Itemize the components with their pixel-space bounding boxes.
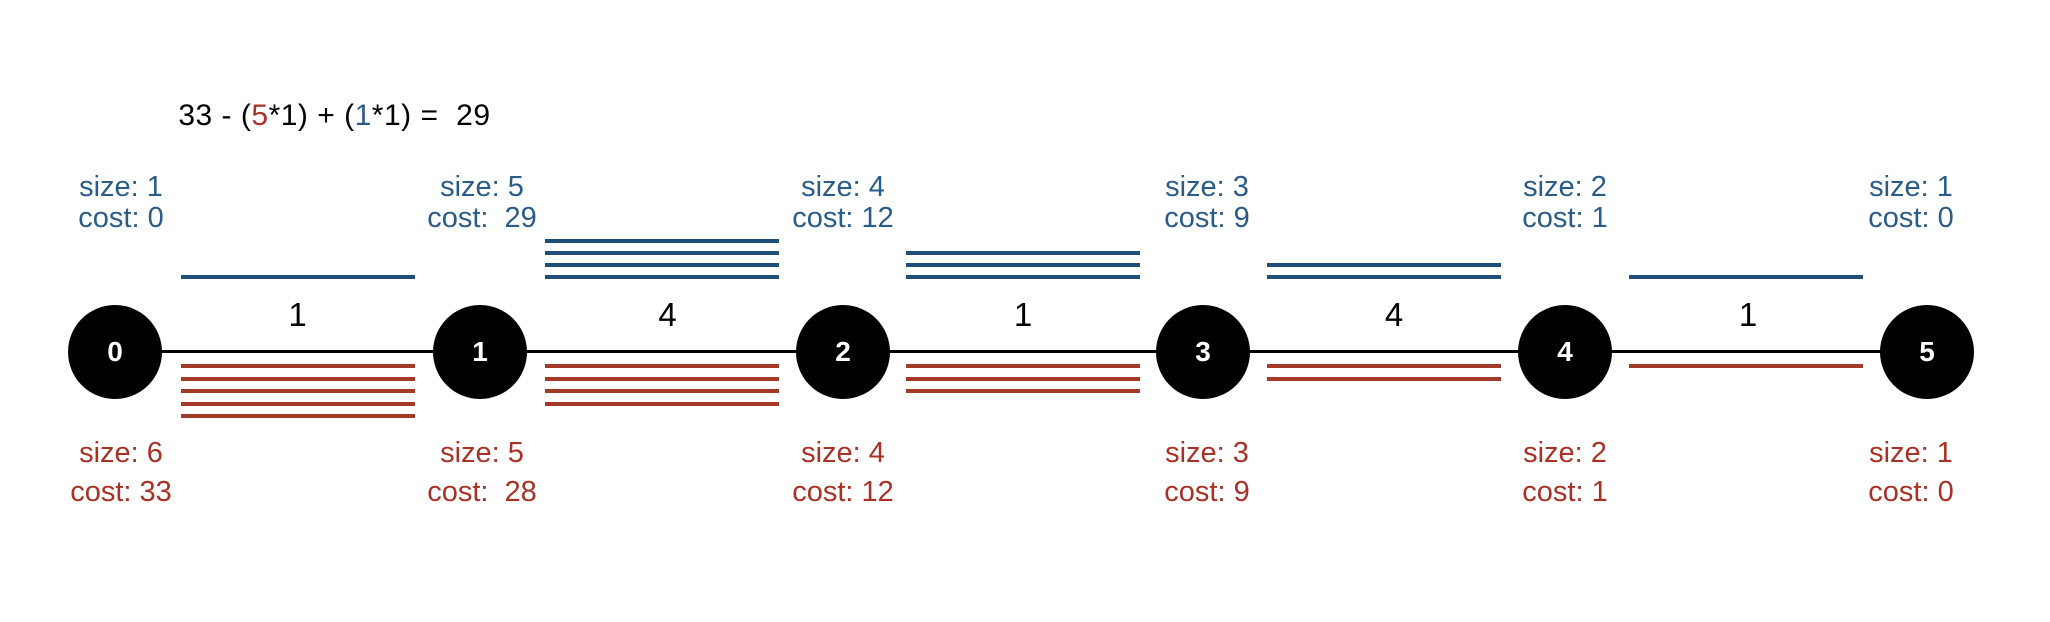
edge-1-2-weight-label: 4 bbox=[658, 296, 677, 333]
edge-0-1-red-mark bbox=[180, 376, 415, 381]
edge-0-1-blue-mark bbox=[180, 275, 415, 279]
node-4-top-size-label: size: 2 bbox=[1523, 171, 1607, 203]
node-label: 1 bbox=[472, 336, 488, 367]
edge-3-4-blue-mark bbox=[1267, 275, 1501, 279]
edge-2-3-blue-mark bbox=[906, 251, 1140, 255]
node-5-top-size-label: size: 1 bbox=[1869, 171, 1953, 203]
node-0-bottom-size-label: size: 6 bbox=[79, 437, 163, 469]
graph-node-3: 3 bbox=[1156, 305, 1250, 399]
graph-node-1: 1 bbox=[433, 305, 527, 399]
equation-part: *1) = 29 bbox=[371, 99, 491, 132]
node-2-bottom-cost-label: cost: 12 bbox=[792, 476, 894, 508]
node-5-bottom-cost-label: cost: 0 bbox=[1868, 476, 1954, 508]
edge-2-3-red-mark bbox=[906, 364, 1140, 368]
node-3-top-size-label: size: 3 bbox=[1165, 171, 1249, 203]
edge-1-2-blue-mark bbox=[544, 239, 779, 243]
node-0-top-size-label: size: 1 bbox=[79, 171, 163, 203]
node-5-top-cost-label: cost: 0 bbox=[1868, 202, 1954, 234]
equation-red-term: 5 bbox=[251, 99, 269, 132]
node-2-top-cost-label: cost: 12 bbox=[792, 202, 894, 234]
node-4-bottom-cost-label: cost: 1 bbox=[1522, 476, 1608, 508]
edge-1-2-red-mark bbox=[544, 401, 779, 406]
edge-1-2-blue-mark bbox=[544, 275, 779, 279]
edge-2-3-blue-mark bbox=[906, 275, 1140, 279]
node-2-top-size-label: size: 4 bbox=[801, 171, 885, 203]
node-4-bottom-size-label: size: 2 bbox=[1523, 437, 1607, 469]
graph-node-0: 0 bbox=[68, 305, 162, 399]
node-1-top-cost-label: cost: 29 bbox=[427, 202, 537, 234]
edge-2-3-red-mark bbox=[906, 389, 1140, 393]
node-1-bottom-size-label: size: 5 bbox=[440, 437, 524, 469]
edge-3-4-red-mark bbox=[1267, 364, 1501, 368]
node-label: 2 bbox=[835, 336, 851, 367]
edge-1-2-blue-mark bbox=[544, 263, 779, 267]
edge-1-2-red-mark bbox=[544, 376, 779, 381]
edge-0-1-red-mark bbox=[180, 414, 415, 418]
edge-0-1-red-mark bbox=[180, 389, 415, 393]
edge-3-4-red-mark bbox=[1267, 376, 1501, 381]
graph-node-5: 5 bbox=[1880, 305, 1974, 399]
node-label: 5 bbox=[1919, 336, 1935, 367]
equation-part: 33 - ( bbox=[178, 99, 252, 132]
edge-0-1-red-mark bbox=[180, 364, 415, 368]
edge-2-3-weight-label: 1 bbox=[1013, 296, 1033, 333]
edge-4-5-red-mark bbox=[1629, 364, 1863, 368]
node-3-bottom-size-label: size: 3 bbox=[1165, 437, 1249, 469]
edge-1-2-blue-mark bbox=[544, 251, 779, 255]
edge-1-2-red-mark bbox=[544, 389, 779, 393]
graph-node-4: 4 bbox=[1518, 305, 1612, 399]
graph-node-2: 2 bbox=[796, 305, 890, 399]
edge-0-1-red-mark bbox=[180, 401, 415, 406]
equation: 33 - (5*1) + (1*1) = 29 bbox=[143, 62, 491, 170]
node-1-top-size-label: size: 5 bbox=[440, 171, 524, 203]
node-5-bottom-size-label: size: 1 bbox=[1869, 437, 1953, 469]
node-0-top-cost-label: cost: 0 bbox=[78, 202, 164, 234]
edge-2-3-blue-mark bbox=[906, 263, 1140, 267]
node-label: 0 bbox=[107, 336, 123, 367]
edge-3-4-blue-mark bbox=[1267, 263, 1501, 267]
equation-blue-term: 1 bbox=[354, 99, 372, 132]
node-label: 3 bbox=[1195, 336, 1211, 367]
node-0-bottom-cost-label: cost: 33 bbox=[70, 476, 172, 508]
edge-2-3-red-mark bbox=[906, 376, 1140, 381]
edge-4-5-blue-mark bbox=[1629, 275, 1863, 279]
edge-0-1-weight-label: 1 bbox=[288, 296, 307, 333]
equation-part: *1) + ( bbox=[268, 99, 355, 132]
graph-path-line bbox=[115, 350, 1927, 353]
node-4-top-cost-label: cost: 1 bbox=[1522, 202, 1608, 234]
edge-4-5-weight-label: 1 bbox=[1738, 296, 1758, 333]
node-3-top-cost-label: cost: 9 bbox=[1164, 202, 1250, 234]
node-label: 4 bbox=[1557, 336, 1573, 367]
edge-1-2-red-mark bbox=[544, 364, 779, 368]
node-2-bottom-size-label: size: 4 bbox=[801, 437, 885, 469]
node-3-bottom-cost-label: cost: 9 bbox=[1164, 476, 1250, 508]
edge-3-4-weight-label: 4 bbox=[1384, 296, 1404, 333]
node-1-bottom-cost-label: cost: 28 bbox=[427, 476, 537, 508]
